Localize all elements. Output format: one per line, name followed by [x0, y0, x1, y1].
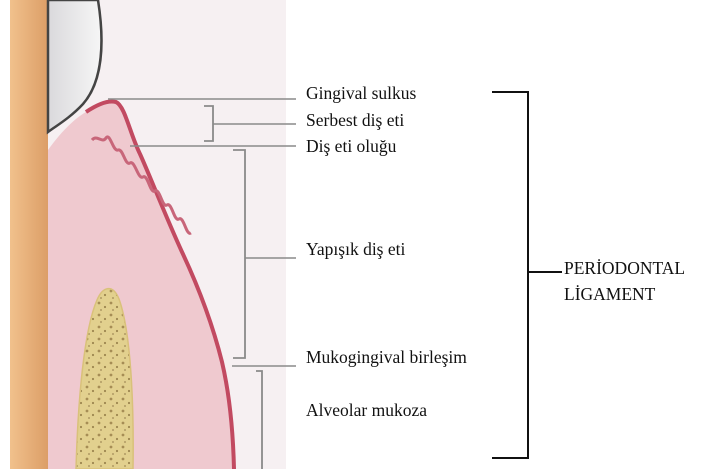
label-yapisik-dis-eti: Yapışık diş eti [306, 239, 405, 259]
periodontal-bracket [492, 92, 528, 458]
label-alveolar-mukoza: Alveolar mukoza [306, 400, 427, 420]
label-dis-eti-olugu: Diş eti oluğu [306, 136, 396, 156]
label-serbest-dis-eti: Serbest diş eti [306, 110, 404, 130]
label-periodontal-line1: PERİODONTAL [564, 257, 685, 280]
label-gingival-sulkus: Gingival sulkus [306, 83, 416, 103]
tooth-root [10, 0, 48, 469]
label-mukogingival-birlesim: Mukogingival birleşim [306, 347, 467, 367]
label-periodontal-line2: LİGAMENT [564, 283, 655, 306]
